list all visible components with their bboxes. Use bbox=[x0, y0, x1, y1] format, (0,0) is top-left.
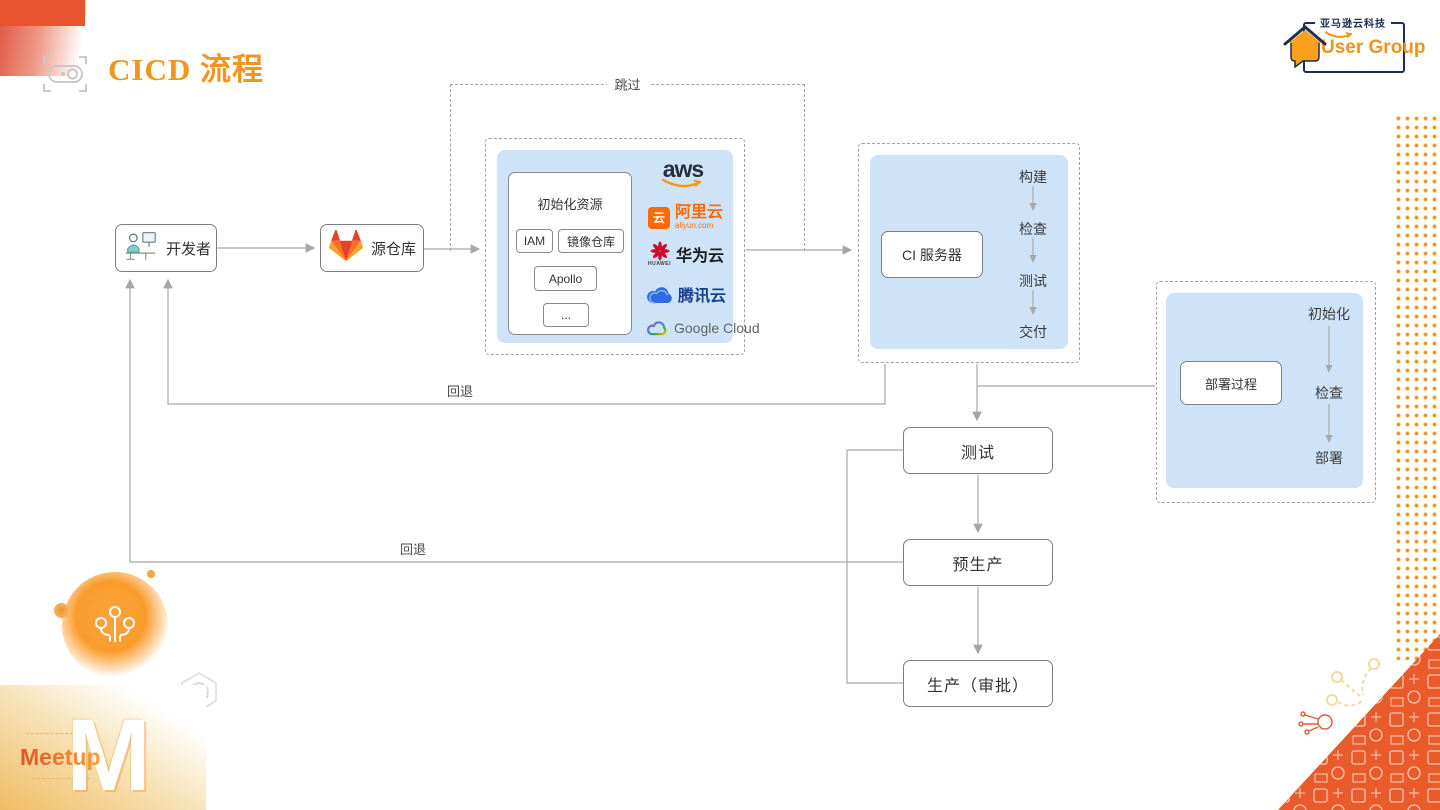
arrow-down-icon bbox=[1028, 186, 1038, 217]
meetup-brand: Meetup bbox=[20, 744, 101, 770]
huawei-label: 华为云 bbox=[676, 248, 725, 265]
tencent-cloud-icon bbox=[647, 286, 672, 304]
skip-bypass-region: 跳过 bbox=[450, 74, 805, 251]
chip-ellipsis: ... bbox=[543, 303, 589, 327]
tencent-label: 腾讯云 bbox=[678, 288, 727, 305]
corner-accent-fade bbox=[0, 26, 84, 76]
aws-smile-icon bbox=[661, 179, 702, 188]
user-group-label: User Group bbox=[1321, 37, 1426, 58]
ci-server-node: CI 服务器 bbox=[881, 231, 983, 278]
stage-prod-label: 生产（审批） bbox=[926, 677, 1029, 695]
rollback-label-1: 回退 bbox=[447, 384, 474, 399]
google-cloud-icon bbox=[646, 321, 667, 336]
user-group-org-label: 亚马逊云科技 bbox=[1315, 15, 1391, 30]
aliyun-domain: aliyun.com bbox=[675, 221, 714, 230]
chip-iam: IAM bbox=[516, 229, 553, 253]
source-repo-label: 源仓库 bbox=[370, 240, 416, 258]
arrow-down-icon bbox=[1324, 404, 1334, 449]
stage-preprod-label: 预生产 bbox=[952, 556, 1004, 574]
ci-server-label: CI 服务器 bbox=[902, 246, 962, 263]
stage-preprod-node: 预生产 bbox=[903, 539, 1053, 586]
corner-accent-block bbox=[0, 0, 85, 26]
decor-dot-small bbox=[147, 570, 155, 578]
rollback-label-2: 回退 bbox=[400, 542, 427, 557]
huawei-flower-icon bbox=[649, 241, 670, 261]
projector-icon bbox=[40, 53, 90, 100]
meetup-letter: M bbox=[66, 698, 151, 810]
decor-dash-line bbox=[26, 733, 78, 734]
ci-step-build: 构建 bbox=[1019, 169, 1047, 185]
source-repo-node: 源仓库 bbox=[320, 224, 424, 272]
aliyun-icon: 云 bbox=[648, 206, 670, 229]
ci-step-deliver: 交付 bbox=[1019, 324, 1047, 340]
user-group-logo: 亚马逊云科技 User Group bbox=[1281, 14, 1440, 76]
huawei-logo: HUAWEI 华为云 bbox=[648, 241, 724, 267]
google-cloud-logo: Google Cloud bbox=[646, 320, 760, 336]
glow-circle bbox=[62, 572, 168, 678]
huawei-wordmark: HUAWEI bbox=[648, 261, 671, 267]
stage-prod-node: 生产（审批） bbox=[903, 660, 1053, 707]
deploy-group bbox=[1156, 281, 1376, 503]
developer-label: 开发者 bbox=[165, 240, 211, 258]
house-icon bbox=[1281, 23, 1329, 74]
page-title: CICD 流程 bbox=[108, 52, 264, 87]
arrow-down-icon bbox=[1028, 238, 1038, 269]
decor-dot-medium bbox=[54, 603, 69, 618]
decor-dash-line bbox=[32, 778, 90, 779]
arrow-down-icon bbox=[1324, 326, 1334, 379]
footer-gradient-panel bbox=[0, 685, 206, 810]
stage-test-node: 测试 bbox=[903, 427, 1053, 474]
deploy-step-check: 检查 bbox=[1315, 385, 1343, 401]
developer-node: 开发者 bbox=[115, 224, 217, 272]
tencent-logo: 腾讯云 bbox=[645, 282, 726, 306]
circuit-tree-icon bbox=[95, 606, 135, 642]
aws-logo: aws bbox=[660, 156, 706, 190]
deploy-step-init: 初始化 bbox=[1308, 306, 1350, 322]
chip-apollo: Apollo bbox=[534, 266, 597, 291]
chip-image-registry: 镜像仓库 bbox=[558, 229, 624, 253]
ci-server-group bbox=[858, 143, 1080, 363]
stage-test-label: 测试 bbox=[960, 444, 995, 462]
init-resources-title: 初始化资源 bbox=[537, 197, 603, 212]
network-icon bbox=[1296, 708, 1336, 741]
init-resources-group bbox=[485, 138, 745, 355]
arrow-down-icon bbox=[1028, 290, 1038, 321]
corner-triangle-pattern bbox=[1272, 632, 1440, 810]
git-branch-icon bbox=[1322, 656, 1386, 719]
skip-label: 跳过 bbox=[606, 74, 649, 94]
deploy-process-node: 部署过程 bbox=[1180, 361, 1282, 405]
ci-step-check: 检查 bbox=[1019, 221, 1047, 237]
developer-icon bbox=[121, 228, 159, 269]
deploy-step-deploy: 部署 bbox=[1315, 450, 1343, 466]
dot-grid-pattern bbox=[1394, 114, 1439, 660]
gitlab-icon bbox=[328, 229, 364, 268]
aws-wordmark: aws bbox=[662, 156, 704, 182]
deploy-process-label: 部署过程 bbox=[1204, 376, 1257, 392]
google-cloud-label: Google Cloud bbox=[674, 320, 760, 336]
ci-step-test: 测试 bbox=[1019, 273, 1047, 289]
aliyun-logo: 云 阿里云 aliyun.com bbox=[648, 205, 723, 230]
aliyun-label: 阿里云 bbox=[675, 204, 724, 221]
init-resources-card: 初始化资源 IAM 镜像仓库 Apollo ... bbox=[508, 172, 632, 335]
smile-arrow-icon bbox=[1325, 27, 1355, 45]
